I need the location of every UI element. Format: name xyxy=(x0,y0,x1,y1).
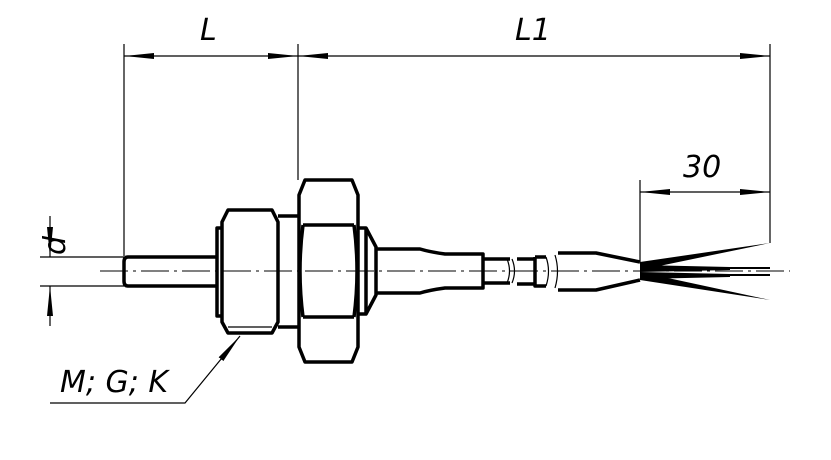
probe-rod xyxy=(122,255,218,288)
label-l1: L1 xyxy=(515,13,551,48)
label-thread: M; G; K xyxy=(60,365,170,400)
thread-leader xyxy=(50,335,241,404)
dimension-d xyxy=(40,216,124,326)
label-30: 30 xyxy=(683,150,721,185)
flange xyxy=(215,226,222,318)
cable xyxy=(558,251,641,292)
dimension-l1 xyxy=(298,44,771,243)
label-l: L xyxy=(200,13,217,48)
dimension-30 xyxy=(639,180,770,262)
tube xyxy=(376,247,485,295)
threaded-body xyxy=(220,208,280,335)
hex-nut xyxy=(297,178,360,364)
small-tube xyxy=(483,257,510,285)
dimension-l xyxy=(123,44,299,256)
sleeve xyxy=(517,255,546,288)
wires xyxy=(640,243,770,300)
neck xyxy=(278,214,300,329)
washer xyxy=(358,226,378,316)
label-d: d xyxy=(38,235,73,255)
